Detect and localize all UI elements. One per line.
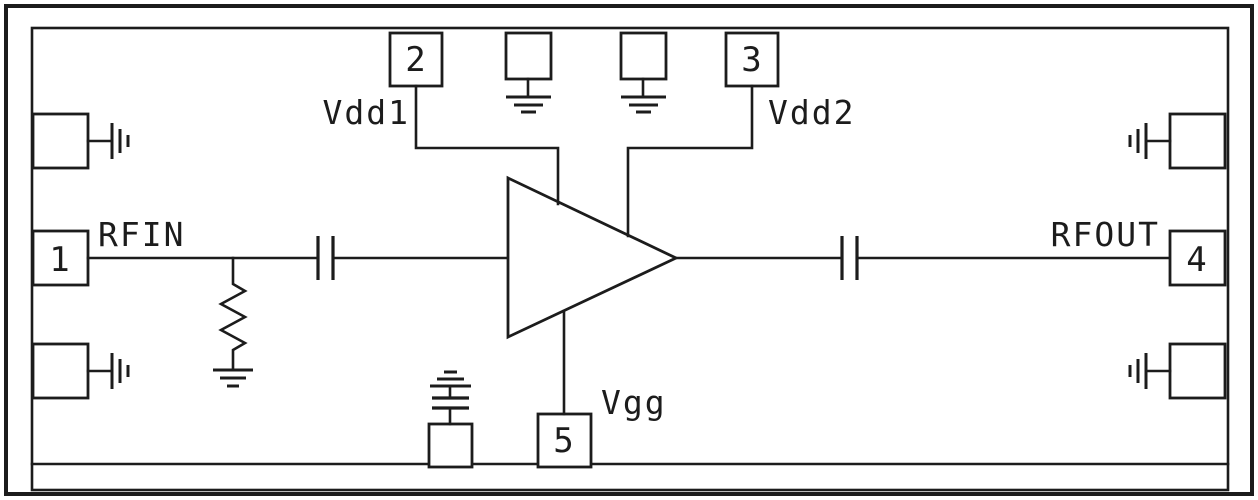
vdd2-wire: [626, 84, 754, 238]
capacitor-icon: [432, 396, 469, 410]
pad-square: [1168, 112, 1227, 170]
shunt-resistor-branch: [213, 256, 253, 388]
ground-icon: [1128, 353, 1148, 389]
output-capacitor-icon: [840, 236, 859, 280]
rfin-label: RFIN: [98, 215, 185, 254]
pad-square: [31, 342, 90, 400]
pad-square: [31, 229, 90, 287]
pad-square: [31, 112, 90, 170]
pad-5-number: 5: [553, 421, 574, 461]
amplifier-triangle: [506, 175, 680, 340]
input-capacitor-icon: [316, 236, 335, 280]
outer-border: [4, 4, 1254, 496]
ground-icon: [213, 368, 253, 388]
pad-5-vgg: 5: [536, 309, 593, 469]
ground-icon: [110, 123, 130, 159]
top-ground-pad-left: [504, 31, 553, 114]
ground-pad-bottom-right: [1128, 342, 1227, 400]
ground-icon: [1128, 123, 1148, 159]
pad-square: [724, 31, 780, 88]
ground-icon: [430, 370, 471, 388]
pad-1-number: 1: [49, 240, 70, 280]
pad-2-number: 2: [405, 40, 426, 80]
pad-3-number: 3: [741, 40, 762, 80]
pad-4-number: 4: [1186, 240, 1207, 280]
ground-icon: [621, 95, 666, 114]
pad-square: [536, 412, 593, 469]
top-ground-pad-right: [619, 31, 668, 114]
pad-square: [1168, 229, 1227, 287]
resistor-icon: [218, 256, 248, 370]
pad-2-vdd1: 2: [388, 31, 560, 206]
vdd2-label: Vdd2: [768, 93, 855, 132]
ground-pad-top-left: [31, 112, 130, 170]
pad-1-rfin: 1: [31, 229, 90, 287]
ground-icon: [506, 95, 551, 114]
pad-square: [388, 31, 444, 88]
pad-square: [619, 31, 668, 81]
ground-pad-top-right: [1128, 112, 1227, 170]
pad-square: [504, 31, 553, 81]
pad-square: [1168, 342, 1227, 400]
ground-icon: [110, 353, 130, 389]
vdd1-label: Vdd1: [323, 93, 410, 132]
rfout-label: RFOUT: [1051, 215, 1160, 254]
pad-4-rfout: 4: [1168, 229, 1227, 287]
vgg-label: Vgg: [601, 383, 667, 422]
bypass-cap-branch: [427, 370, 474, 469]
vdd1-wire: [414, 84, 560, 206]
pad-square: [427, 422, 474, 469]
pad-3-vdd2: 3: [626, 31, 780, 238]
ground-pad-bottom-left: [31, 342, 130, 400]
